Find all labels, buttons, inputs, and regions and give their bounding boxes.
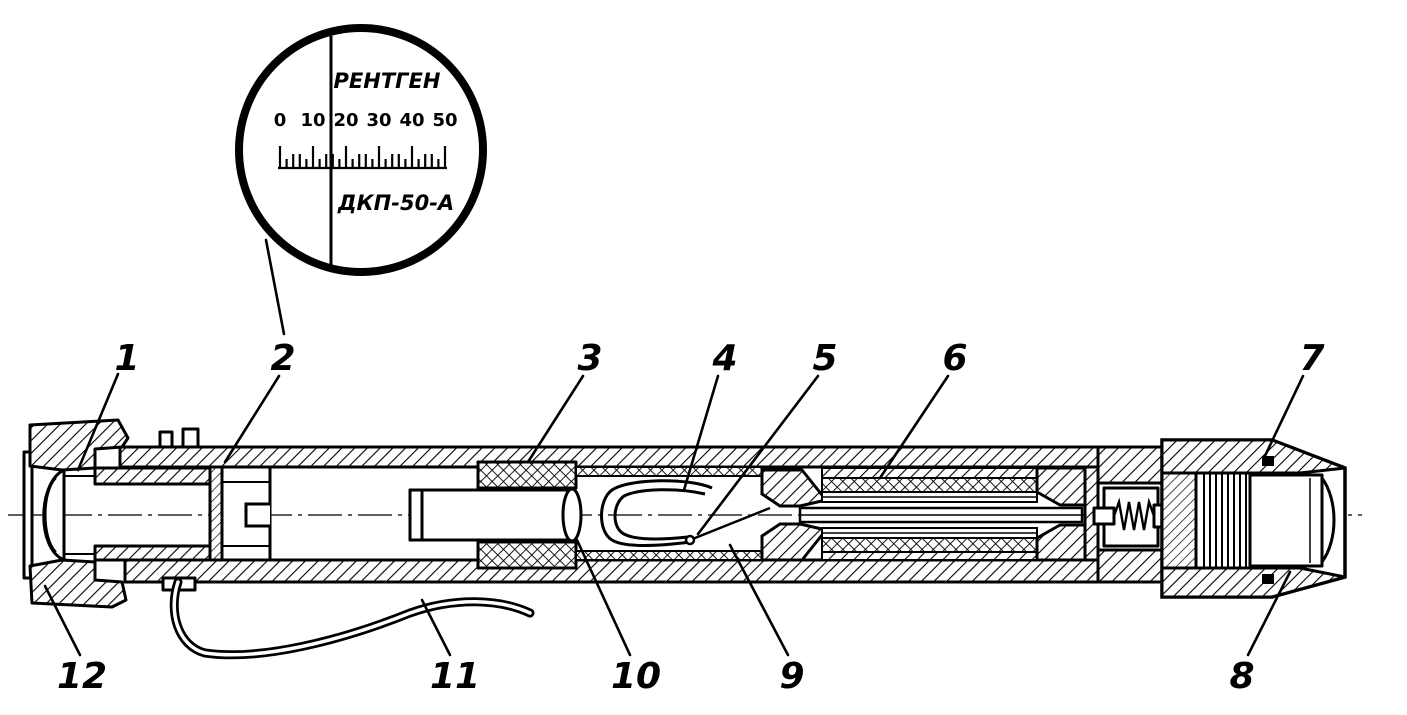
callout-7: 7 <box>1299 338 1324 379</box>
callout-9: 9 <box>779 656 804 697</box>
thread-bump <box>158 430 174 449</box>
eyepiece-tube-top <box>93 466 212 486</box>
objective-lens <box>561 487 583 543</box>
end-cap-thread <box>1203 473 1247 568</box>
leader-11 <box>420 598 452 657</box>
callout-12: 12 <box>57 656 107 697</box>
contact-pin <box>1092 506 1116 526</box>
capacitor-shell-top <box>821 467 1038 479</box>
leader-5 <box>696 374 820 536</box>
thread-bump <box>181 427 200 449</box>
capacitor-end-top <box>1035 466 1087 507</box>
callout-8: 8 <box>1229 656 1254 697</box>
contact-housing-bottom <box>1096 548 1164 584</box>
scale-numbers: 0 10 20 30 40 50 <box>274 110 458 131</box>
insulator-bottom <box>476 540 578 570</box>
contact-housing-top <box>1096 445 1164 485</box>
filament-tip <box>684 534 696 546</box>
quartz-filament <box>689 506 771 542</box>
callout-2: 2 <box>270 338 295 379</box>
callout-1: 1 <box>114 338 139 379</box>
leader-6 <box>878 374 950 480</box>
eyepiece-rim <box>22 450 34 580</box>
callout-11: 11 <box>430 656 480 697</box>
tube-wall-top <box>118 445 1164 469</box>
eyepiece-lens <box>42 468 66 562</box>
scale-number: 40 <box>399 110 424 131</box>
callout-10: 10 <box>611 656 661 697</box>
leader-9 <box>728 543 790 657</box>
scale-ticks <box>278 146 447 170</box>
capacitor-dielectric-bottom <box>821 537 1038 553</box>
leader-8 <box>1246 570 1292 657</box>
eyepiece-lens-inner <box>44 477 57 553</box>
scale-number: 10 <box>300 110 325 131</box>
scale-plate <box>208 465 224 562</box>
objective-tube-lip <box>408 488 424 542</box>
end-cap-screw-bottom <box>1262 574 1274 584</box>
dosimeter-body <box>8 418 1362 660</box>
end-cap-wall-top <box>1160 438 1347 475</box>
scale-number: 0 <box>274 110 287 131</box>
leader-3 <box>526 374 585 464</box>
end-cap-wall-bottom <box>1160 566 1347 599</box>
capacitor-dielectric-top <box>821 477 1038 493</box>
chamber-lining-top <box>575 466 765 477</box>
callouts: 1 2 3 4 5 6 7 8 9 10 11 12 <box>57 338 1325 697</box>
tube-wall-bottom <box>123 558 1164 584</box>
scale-number: 30 <box>366 110 391 131</box>
leader-lines <box>43 238 1305 657</box>
callout-5: 5 <box>812 338 837 379</box>
callout-6: 6 <box>942 338 967 379</box>
leader-2 <box>223 374 281 464</box>
end-window-frame <box>1248 473 1324 568</box>
scale-inset: РЕНТГЕН 0 10 20 30 40 50 ДКП-50-А <box>235 24 487 276</box>
quartz-loop-outer <box>600 479 713 547</box>
leader-4 <box>682 374 720 492</box>
leader-7 <box>1262 374 1305 460</box>
inset-circle <box>235 24 487 276</box>
insulator-top <box>476 460 578 490</box>
end-cap-inner-block <box>1160 471 1198 570</box>
contact-spring <box>1112 497 1156 531</box>
pocket-clip-outline <box>169 577 535 660</box>
callout-3: 3 <box>577 338 602 379</box>
electrode-holder-bottom <box>760 522 828 562</box>
inset-model-label: ДКП-50-А <box>337 191 454 215</box>
eyepiece-cap-bottom <box>28 558 128 609</box>
leader-1 <box>76 372 120 472</box>
scale-number: 20 <box>333 110 358 131</box>
capacitor-end-bottom <box>1035 523 1087 562</box>
callout-4: 4 <box>711 338 737 379</box>
scale-number: 50 <box>432 110 457 131</box>
inset-unit-label: РЕНТГЕН <box>334 69 441 93</box>
quartz-loop-inner <box>613 488 706 541</box>
eyepiece-tube-bottom <box>93 544 212 562</box>
pocket-clip <box>172 580 532 657</box>
end-cap-screw-top <box>1262 456 1274 466</box>
objective-tube <box>408 488 574 542</box>
leader-10 <box>575 538 632 657</box>
eyepiece-cap-top <box>28 418 130 472</box>
capacitor-shell-bottom <box>821 551 1038 561</box>
scale-holder-notch <box>244 502 270 528</box>
leader-inset <box>264 238 286 336</box>
leader-12 <box>43 584 82 657</box>
end-window-glass <box>1320 477 1336 563</box>
electrode-holder-top <box>760 468 828 508</box>
